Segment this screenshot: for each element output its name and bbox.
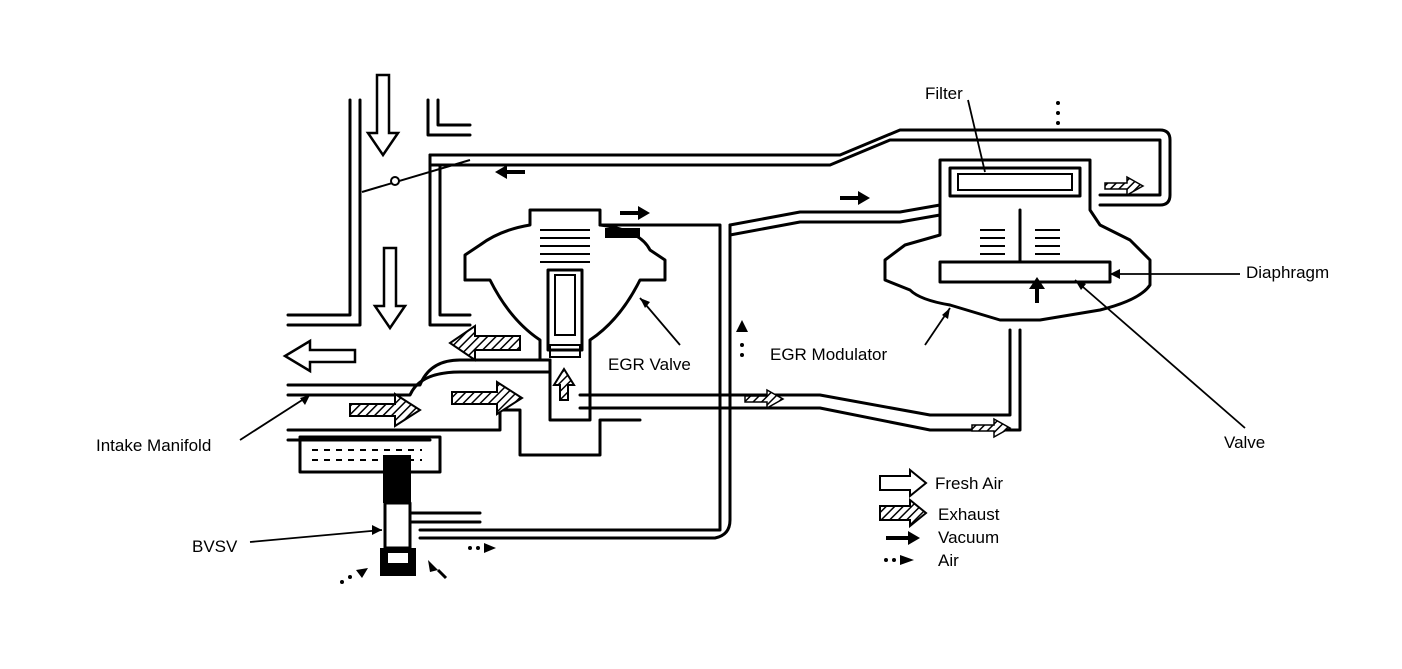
air-arrow-icon — [340, 568, 368, 584]
air-arrow-icon — [428, 560, 448, 580]
vacuum-line-throttle-to-modulator — [428, 128, 1172, 327]
diaphragm — [938, 260, 1112, 284]
egr-modulator-label: EGR Modulator — [770, 345, 888, 364]
legend-vacuum-label: Vacuum — [938, 528, 1000, 547]
egr-modulator — [883, 158, 1152, 322]
vacuum-line-valve-to-modulator — [418, 203, 942, 540]
modulator-springs — [980, 229, 1060, 255]
exhaust-arrow-icon — [448, 324, 521, 362]
filter-label: Filter — [925, 84, 963, 103]
fresh-air-arrow-icon — [282, 338, 357, 374]
exhaust-arrow-icon — [552, 367, 576, 401]
legend-air-label: Air — [938, 551, 959, 570]
bvsv-leader-line — [249, 529, 383, 543]
legend-exhaust-icon — [879, 497, 928, 529]
legend-fresh-air-label: Fresh Air — [935, 474, 1004, 493]
legend-fresh-air-icon — [879, 467, 928, 499]
exhaust-arrow-icon — [451, 380, 524, 416]
exhaust-arrow-icon — [349, 392, 422, 428]
intake-manifold-label: Intake Manifold — [96, 436, 212, 455]
intake-manifold — [286, 358, 642, 474]
valve-label: Valve — [1224, 433, 1266, 452]
exhaust-arrow-icon — [744, 388, 785, 410]
bvsv-label: BVSV — [192, 537, 238, 556]
air-arrow-icon — [736, 320, 748, 357]
exhaust-line-to-modulator — [578, 328, 1022, 432]
egr-valve-label: EGR Valve — [608, 355, 691, 374]
vacuum-arrow-icon — [620, 206, 650, 220]
intake-manifold-leader-line — [239, 394, 311, 441]
exhaust-arrow-icon — [971, 417, 1012, 439]
egr-valve — [463, 208, 667, 422]
legend-vacuum-icon — [886, 531, 920, 545]
fresh-air-arrow-icon — [365, 73, 401, 158]
exhaust-arrow-icon — [1104, 175, 1145, 197]
egr-valve-spring — [540, 229, 590, 263]
vacuum-arrow-icon — [840, 191, 870, 205]
fresh-air-arrow-icon — [372, 246, 408, 331]
bvsv — [380, 455, 482, 576]
throttle-body — [286, 98, 472, 327]
legend-exhaust-label: Exhaust — [938, 505, 1000, 524]
vacuum-arrow-icon — [495, 165, 525, 179]
air-arrow-icon — [468, 543, 496, 553]
valve-leader-line — [1074, 279, 1246, 429]
air-arrow-icon — [1056, 101, 1060, 125]
legend-air-icon — [884, 555, 914, 565]
vacuum-arrow-icon — [1029, 277, 1045, 303]
filter-leader-line — [967, 99, 986, 173]
filter — [948, 166, 1082, 198]
diaphragm-label: Diaphragm — [1246, 263, 1330, 282]
